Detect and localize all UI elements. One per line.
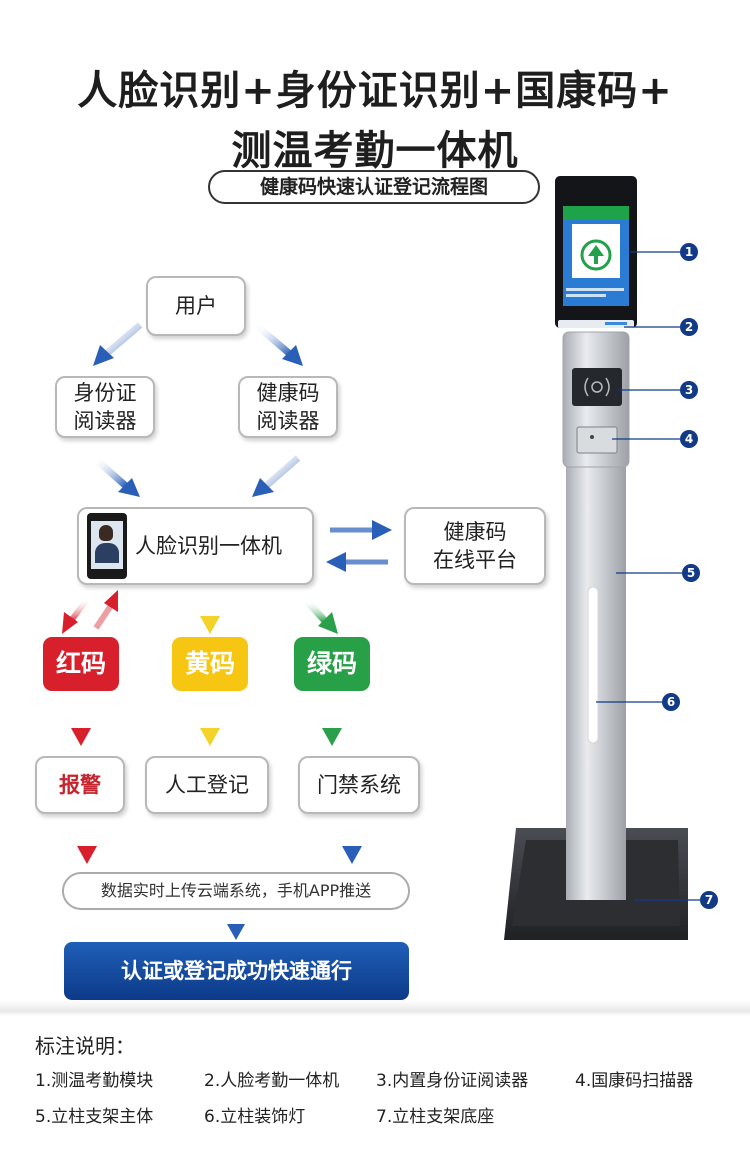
- yellow-code-badge: 黄码: [172, 637, 248, 691]
- door-system-box: 门禁系统: [298, 756, 420, 814]
- green-code-badge: 绿码: [294, 637, 370, 691]
- success-banner: 认证或登记成功快速通行: [64, 942, 409, 1000]
- arrow-door-to-upload: [342, 826, 362, 864]
- kiosk-illustration: [504, 176, 700, 940]
- id-reader-line-2: 阅读器: [73, 409, 137, 433]
- arrow-face-to-platform: [330, 520, 392, 540]
- platform-line-1: 健康码: [443, 520, 507, 544]
- arrow-yellow-to-manual: [200, 706, 220, 746]
- section-divider: [0, 1000, 750, 1016]
- arrow-face-to-red: [62, 596, 91, 634]
- legend-item-6: 6.立柱装饰灯: [204, 1107, 306, 1127]
- face-machine-label: 人脸识别一体机: [135, 534, 282, 558]
- legend-item-2: 2.人脸考勤一体机: [204, 1071, 340, 1091]
- id-reader-line-1: 身份证: [73, 381, 137, 405]
- arrow-platform-to-face: [326, 552, 388, 572]
- face-terminal-icon: [87, 513, 127, 579]
- manual-register-label: 人工登记: [165, 773, 249, 797]
- legend-item-7: 7.立柱支架底座: [376, 1107, 495, 1127]
- callout-6: 6: [662, 693, 680, 711]
- user-label: 用户: [175, 294, 217, 318]
- arrow-upload-to-success: [227, 912, 245, 940]
- alarm-label: 报警: [59, 773, 101, 797]
- health-reader-line-1: 健康码: [256, 381, 320, 405]
- user-box: 用户: [146, 276, 246, 336]
- title-line-1: 人脸识别+身份证识别+国康码+: [77, 68, 673, 114]
- callout-1: 1: [680, 243, 698, 261]
- arrow-red-to-face: [93, 590, 118, 630]
- manual-register-box: 人工登记: [145, 756, 269, 814]
- face-machine-box: 人脸识别一体机: [77, 507, 314, 585]
- red-code-badge: 红码: [43, 637, 119, 691]
- upload-info-pill: 数据实时上传云端系统，手机APP推送: [62, 872, 410, 910]
- callout-5: 5: [682, 564, 700, 582]
- callout-2: 2: [680, 318, 698, 336]
- arrow-id-to-face: [91, 455, 140, 497]
- alarm-box: 报警: [35, 756, 125, 814]
- arrow-green-to-door: [322, 706, 342, 746]
- callout-3: 3: [680, 381, 698, 399]
- arrow-red-to-alarm: [71, 706, 91, 746]
- subtitle-badge: 健康码快速认证登记流程图: [208, 170, 540, 204]
- door-system-label: 门禁系统: [317, 773, 401, 797]
- arrow-face-to-yellow: [200, 600, 220, 634]
- title-line-2: 测温考勤一体机: [231, 128, 519, 174]
- arrow-user-to-health: [253, 322, 303, 366]
- legend-item-1: 1.测温考勤模块: [35, 1071, 154, 1091]
- id-reader-box: 身份证 阅读器: [55, 376, 155, 438]
- platform-line-2: 在线平台: [433, 548, 517, 572]
- callout-4: 4: [680, 430, 698, 448]
- platform-box: 健康码 在线平台: [404, 507, 546, 585]
- legend-item-4: 4.国康码扫描器: [575, 1071, 694, 1091]
- arrow-health-to-face: [252, 455, 301, 497]
- arrow-face-to-green: [303, 597, 338, 634]
- health-reader-line-2: 阅读器: [256, 409, 320, 433]
- arrow-alarm-to-upload: [77, 826, 97, 864]
- callout-7: 7: [700, 891, 718, 909]
- legend-title: 标注说明：: [35, 1034, 135, 1058]
- legend-item-5: 5.立柱支架主体: [35, 1107, 154, 1127]
- health-reader-box: 健康码 阅读器: [238, 376, 338, 438]
- arrow-user-to-id: [93, 322, 143, 366]
- legend-item-3: 3.内置身份证阅读器: [376, 1071, 529, 1091]
